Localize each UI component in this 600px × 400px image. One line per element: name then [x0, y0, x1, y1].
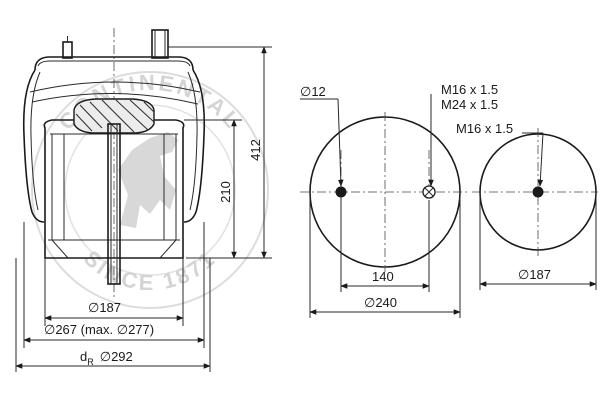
- top-bead-plate: [34, 56, 194, 71]
- dia-inner-label: ∅187: [88, 300, 121, 315]
- bottom-thread-label: M16 x 1.5: [456, 121, 513, 136]
- air-spring-side-view: 412 210 ∅187 ∅267 (max. ∅277) dR∅292: [15, 28, 272, 372]
- horse-emblem-icon: [118, 132, 178, 228]
- thread-label-1: M16 x 1.5: [441, 82, 498, 97]
- bellows-left: [22, 69, 45, 223]
- dia-outer-label: ∅267 (max. ∅277): [44, 322, 154, 337]
- dia-dr-label: dR∅292: [80, 349, 133, 367]
- bellows-right: [183, 69, 206, 223]
- top-plate-view: ∅12 M16 x 1.5 M24 x 1.5 140 ∅240: [300, 82, 498, 318]
- center-threaded-hole: [532, 186, 544, 198]
- watermark-bottom-text: SINCE 1871: [79, 245, 221, 295]
- bottom-plate-dia-label: ∅187: [518, 267, 551, 282]
- piston: [43, 119, 185, 259]
- top-plate-dia-label: ∅240: [364, 295, 397, 310]
- bumper: [73, 98, 155, 134]
- height-body-label: 210: [218, 181, 233, 203]
- center-stud: [107, 123, 121, 285]
- mounting-hole-left: [335, 186, 347, 198]
- bottom-plate-view: M16 x 1.5 ∅187: [456, 121, 598, 290]
- top-stud-right: [151, 29, 169, 59]
- hole-dia-label: ∅12: [300, 84, 326, 99]
- top-stud-left: [62, 41, 73, 59]
- thread-label-2: M24 x 1.5: [441, 97, 498, 112]
- bolt-spacing-label: 140: [372, 269, 394, 284]
- height-total-label: 412: [248, 139, 263, 161]
